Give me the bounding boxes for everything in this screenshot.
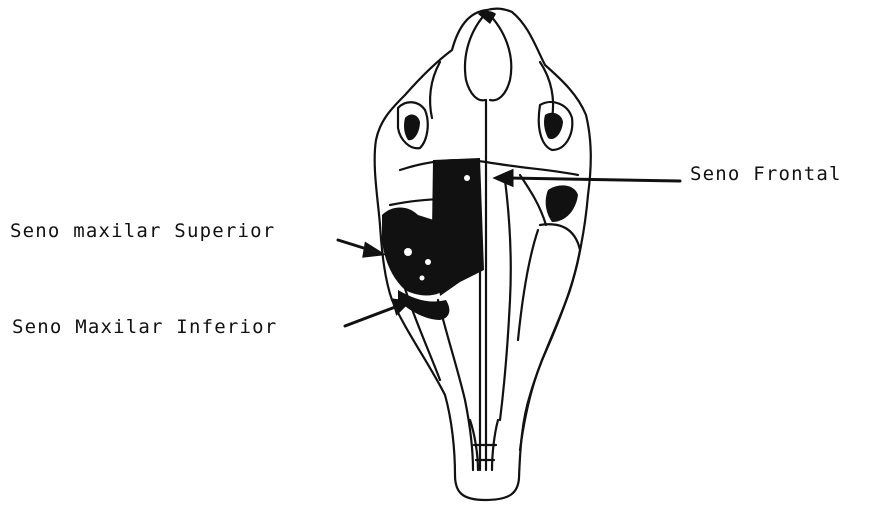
frontal-highlight bbox=[464, 175, 470, 181]
orbit-bridge bbox=[520, 175, 546, 225]
arrow-frontal-line bbox=[508, 178, 680, 181]
right-strut bbox=[518, 230, 538, 340]
right-inner-contour bbox=[500, 180, 511, 420]
right-cheek-contour bbox=[520, 224, 580, 450]
arrow-frontal-head bbox=[496, 171, 512, 185]
right-sinus-patch bbox=[546, 185, 578, 222]
sinus-highlight-2 bbox=[425, 259, 431, 265]
superior-maxillary-sinus-label: Seno maxilar Superior bbox=[10, 220, 275, 242]
orbit-shade-right bbox=[544, 113, 563, 139]
arrow-superior-head bbox=[364, 244, 382, 256]
nasal-arch-right bbox=[487, 12, 511, 100]
arrow-inferior-line bbox=[345, 306, 398, 326]
frontal-sinus-label: Seno Frontal bbox=[690, 163, 842, 185]
sinus-highlight-3 bbox=[420, 276, 425, 281]
top-notch bbox=[478, 11, 496, 24]
nasal-arch-left bbox=[465, 12, 487, 100]
inferior-maxillary-sinus-label: Seno Maxilar Inferior bbox=[12, 316, 277, 338]
incisive-left bbox=[430, 62, 440, 118]
orbit-shade-left bbox=[404, 115, 420, 141]
left-inner-contour bbox=[438, 300, 473, 470]
sinus-highlight-1 bbox=[404, 248, 412, 256]
cross-bar-upper bbox=[400, 160, 578, 175]
